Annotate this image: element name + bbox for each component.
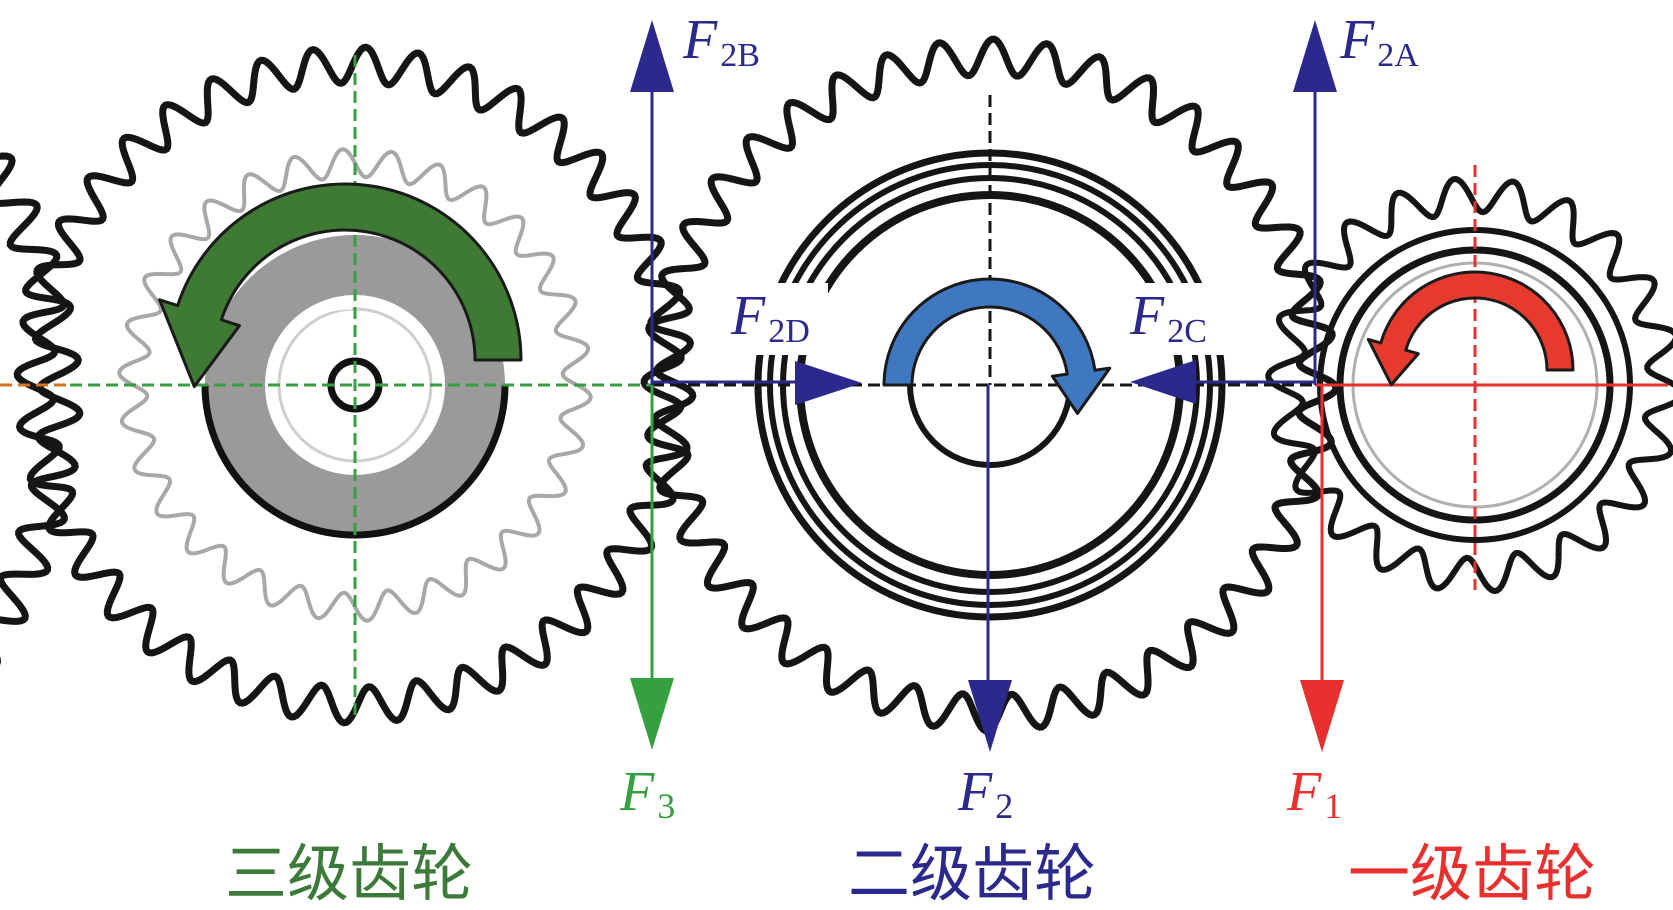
force-f2-arrowhead (968, 680, 1012, 752)
label-f2b: F2B (682, 9, 760, 74)
label-f2c: F2C (1129, 285, 1207, 350)
third-gear-highlight (297, 300, 353, 326)
force-f2d-arrowhead (795, 361, 862, 405)
center-lines (0, 55, 1668, 720)
second-gear-outline (640, 35, 1340, 735)
force-f2a-arrowhead (1293, 20, 1337, 92)
force-arrows (630, 20, 1344, 752)
force-f3-arrowhead (630, 678, 674, 750)
force-f2c-arrowhead (1130, 360, 1196, 404)
label-f2a: F2A (1339, 9, 1419, 74)
second-gear-label: 二级齿轮 (848, 837, 1096, 910)
first-gear-label: 一级齿轮 (1348, 837, 1596, 910)
label-f3: F3 (619, 761, 675, 826)
force-f1-arrowhead (1300, 680, 1344, 752)
green-rotation-arrow-icon (158, 182, 523, 389)
force-f2b-arrowhead (630, 20, 674, 92)
label-backdrop (728, 283, 828, 355)
blue-rotation-arrow-icon (882, 277, 1112, 415)
red-rotation-arrow-icon (1366, 270, 1575, 387)
label-f1: F1 (1286, 761, 1342, 826)
label-f2: F2 (957, 761, 1013, 826)
neighbor-gear-outline (0, 152, 84, 666)
third-gear-label: 三级齿轮 (225, 837, 473, 910)
label-f2d: F2D (730, 285, 810, 350)
label-backdrop (1128, 283, 1228, 355)
